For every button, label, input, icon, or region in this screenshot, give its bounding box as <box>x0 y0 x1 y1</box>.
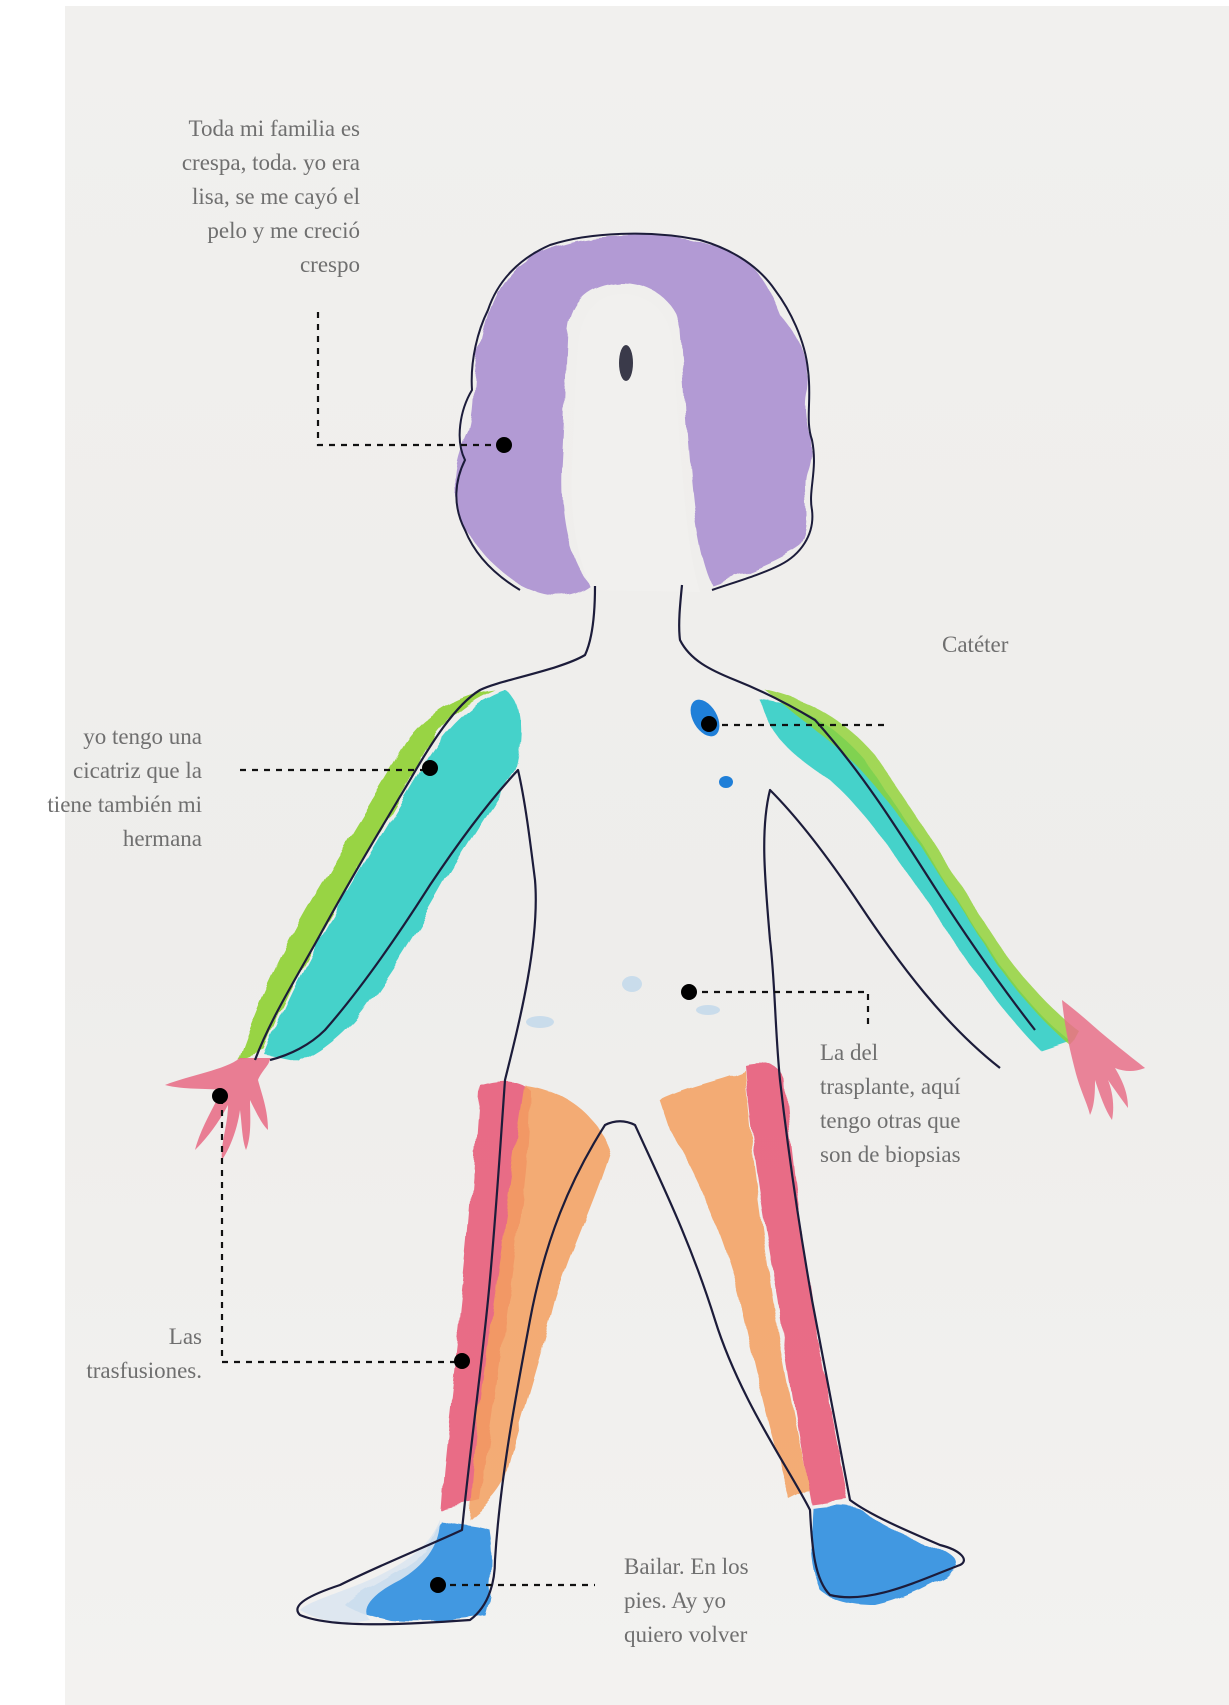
annotation-dance: Bailar. En los pies. Ay yo quiero volver <box>624 1550 824 1652</box>
belly-spot <box>696 1005 720 1015</box>
annotation-scar: yo tengo una cicatriz que la tiene tambi… <box>0 720 202 856</box>
face-mark <box>619 345 633 381</box>
belly-spot <box>526 1016 554 1028</box>
annotation-hair: Toda mi familia es crespa, toda. yo era … <box>120 112 360 282</box>
annotation-transplant: La del trasplante, aquí tengo otras que … <box>820 1036 1040 1172</box>
annotation-transfusions: Las trasfusiones. <box>20 1320 202 1388</box>
marker-scar <box>422 760 438 776</box>
marker-hair <box>496 437 512 453</box>
marker-hand <box>212 1088 228 1104</box>
right-hand <box>1062 1000 1145 1120</box>
marker-catheter <box>701 716 717 732</box>
leader-transfusions <box>222 1098 462 1362</box>
marker-transfusions <box>454 1353 470 1369</box>
left-hand <box>165 1058 270 1160</box>
catheter-mark-small <box>719 776 733 788</box>
marker-dance <box>430 1577 446 1593</box>
left-arm-teal <box>265 690 521 1062</box>
annotation-catheter: Catéter <box>942 628 1092 662</box>
marker-transplant <box>681 984 697 1000</box>
belly-spot <box>622 976 642 992</box>
